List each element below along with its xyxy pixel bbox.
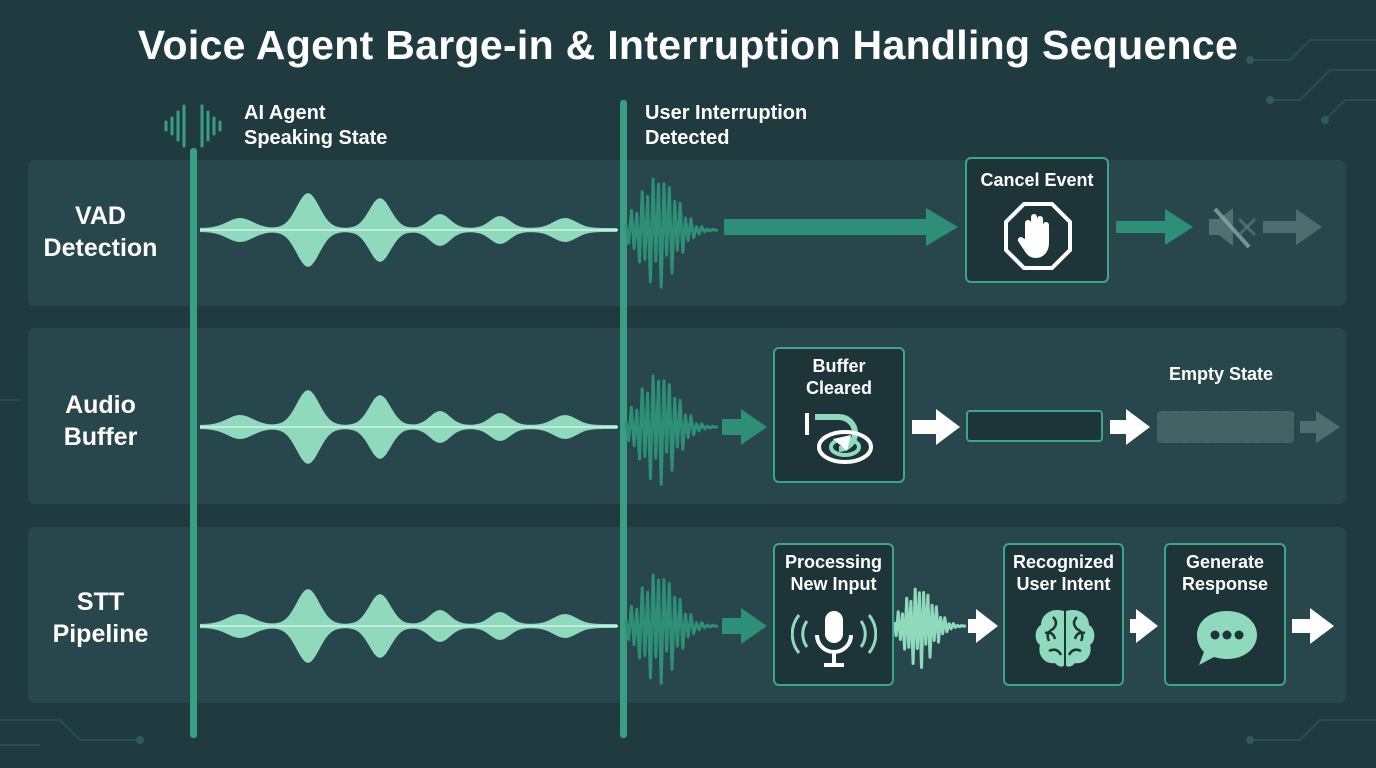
label-line-1: Generate <box>1185 552 1265 572</box>
buffer-clear-icon <box>805 413 873 464</box>
label-line-2: New Input <box>790 574 877 594</box>
interruption-timeline-line <box>620 100 627 738</box>
cancel-event-box: Cancel Event <box>965 157 1109 283</box>
header-user-interruption: User Interruption Detected <box>645 101 807 151</box>
page-title: Voice Agent Barge-in & Interruption Hand… <box>137 22 1239 68</box>
header-line-1: AI Agent <box>244 102 326 124</box>
label-line-1: Recognized <box>1012 552 1114 572</box>
mute-icon <box>1209 207 1257 249</box>
generate-response-label: Generate Response <box>1166 551 1284 595</box>
lane-label-line-1: VAD <box>75 202 126 230</box>
brain-icon <box>1035 609 1095 667</box>
stop-hand-icon <box>1004 202 1072 270</box>
flow-arrow <box>1116 209 1193 245</box>
flow-arrow <box>1292 608 1334 644</box>
empty-buffer-bar <box>966 410 1103 442</box>
lane-label-line-1: Audio <box>65 391 136 419</box>
cancel-event-label: Cancel Event <box>980 170 1094 190</box>
label-line-1: Buffer <box>812 356 866 376</box>
generate-response-box: Generate Response <box>1164 543 1286 686</box>
user-interruption-waveform <box>624 374 719 486</box>
recognized-intent-box: Recognized User Intent <box>1003 543 1124 686</box>
processing-input-box: Processing New Input <box>773 543 894 686</box>
lane-label-vad: VAD Detection <box>28 200 173 264</box>
lane-label-stt: STT Pipeline <box>28 586 173 650</box>
label-line-2: User Intent <box>1016 574 1111 594</box>
agent-timeline-line <box>190 148 197 738</box>
lane-label-line-2: Pipeline <box>52 620 149 648</box>
buffer-cleared-box: Buffer Cleared <box>773 347 905 483</box>
lane-label-line-2: Detection <box>43 234 158 262</box>
faded-flow-arrow <box>1263 209 1322 245</box>
flow-arrow <box>912 409 960 445</box>
label-line-2: Response <box>1181 574 1269 594</box>
flow-arrow <box>1130 609 1158 643</box>
label-line-2: Cleared <box>805 378 873 398</box>
flow-arrow <box>722 608 767 644</box>
flow-arrow <box>968 609 998 643</box>
user-interruption-waveform <box>624 573 719 685</box>
empty-state-label: Empty State <box>1169 364 1274 384</box>
waveform-icon <box>164 104 222 148</box>
user-interruption-waveform <box>624 177 719 289</box>
lane-label-audio-buffer: Audio Buffer <box>28 389 173 453</box>
processing-input-label: Processing New Input <box>775 551 892 595</box>
header-line-2: Speaking State <box>244 127 388 149</box>
label-line-1: Processing <box>784 552 883 572</box>
flow-arrow <box>1110 409 1150 445</box>
lane-label-line-1: STT <box>76 588 125 616</box>
microphone-icon <box>791 611 877 667</box>
flow-arrow <box>724 208 958 246</box>
faded-flow-arrow <box>1300 411 1340 443</box>
recognized-intent-label: Recognized User Intent <box>1005 551 1122 595</box>
header-line-1: User Interruption <box>645 102 808 124</box>
lane-label-line-2: Buffer <box>63 423 138 451</box>
header-line-2: Detected <box>645 127 730 149</box>
buffer-cleared-label: Buffer Cleared <box>775 355 903 399</box>
flow-arrow <box>722 409 767 445</box>
new-input-waveform <box>892 587 967 669</box>
empty-state-bar <box>1157 411 1294 443</box>
header-agent-speaking: AI Agent Speaking State <box>244 101 387 151</box>
chat-bubble-icon <box>1197 611 1257 665</box>
